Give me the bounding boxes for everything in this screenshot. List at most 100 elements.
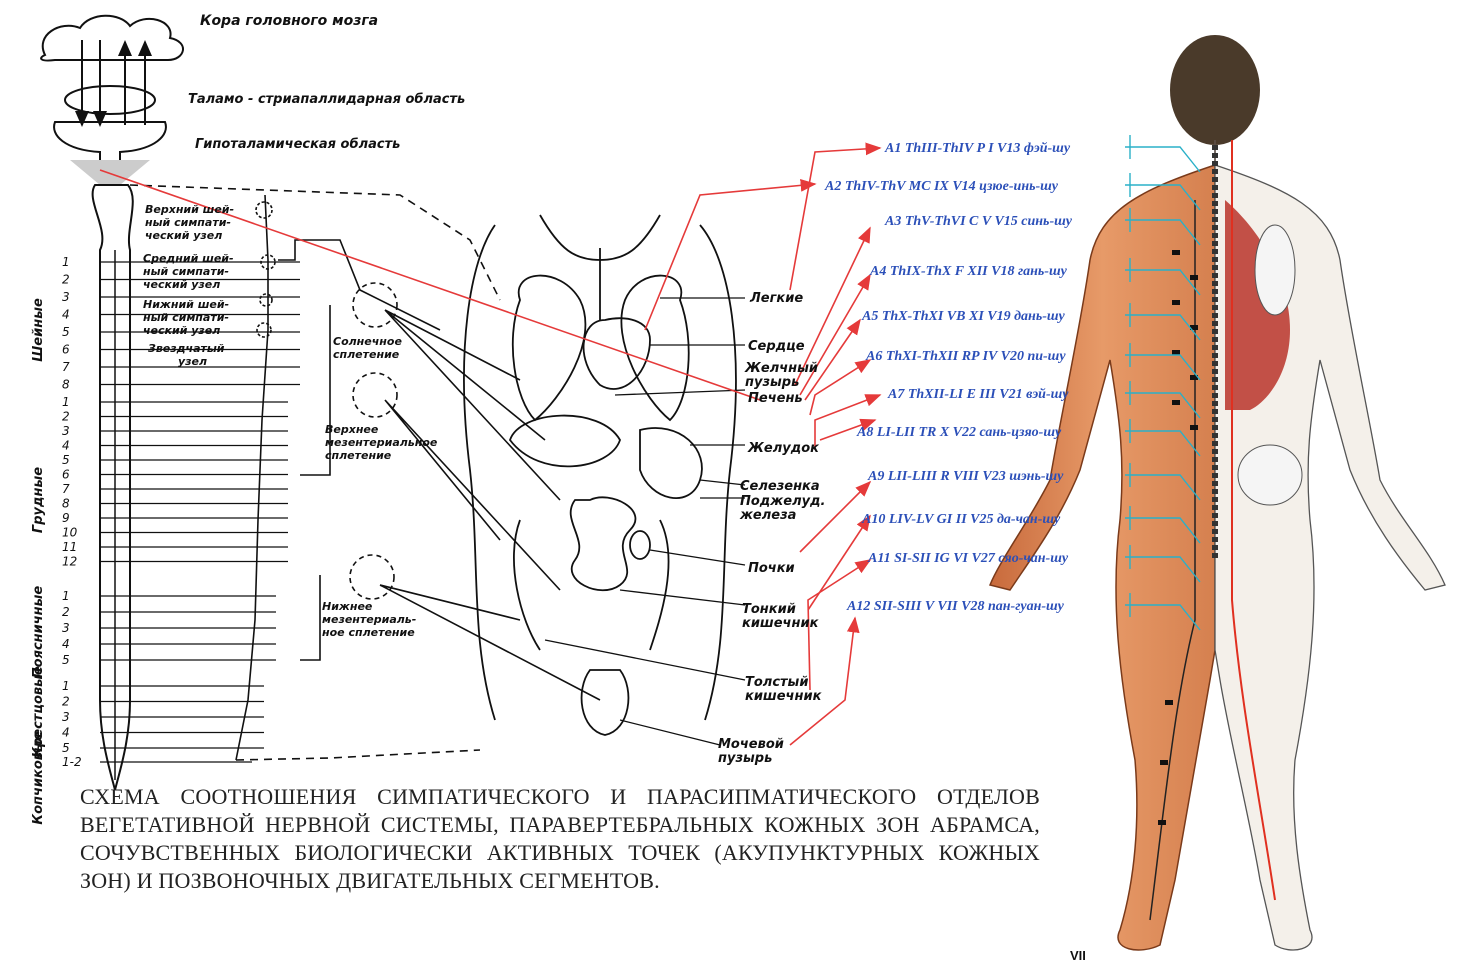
spinal-cord	[93, 185, 133, 790]
spine-segment-number: 8	[62, 378, 70, 392]
spine-segment-number: 2	[62, 273, 70, 287]
cortex-label: Кора головного мозга	[200, 13, 378, 29]
organ-label-bladder: Мочевой	[718, 737, 784, 752]
spine-segment-number: 5	[62, 653, 70, 667]
bladder-shape	[582, 670, 629, 735]
small-intestine-shape	[571, 497, 636, 590]
spine-segment-number: 1	[62, 395, 70, 409]
organ-label-gallbladder: Желчный	[744, 361, 818, 376]
thalamus-label: Таламо - стриапаллидарная область	[188, 92, 465, 107]
spine-region-name: Копчиковые	[31, 731, 46, 824]
plexus-labels: СолнечноесплетениеВерхнеемезентериальное…	[322, 335, 438, 639]
acupoint-label: A4 ThIX-ThX F XII V18 гань-шу	[869, 264, 1068, 279]
hypothalamus-label: Гипоталамическая область	[195, 137, 400, 152]
organ-label-large_intestine: Толстый	[745, 675, 808, 690]
organ-label-small_intestine: Тонкий	[742, 602, 796, 617]
ganglion-stellate-line: узел	[178, 355, 207, 368]
spine-segment-number: 5	[62, 325, 70, 339]
acupoint-label: A2 ThIV-ThV MC IX V14 цзюе-инь-шу	[824, 179, 1059, 194]
spine-segment-number: 12	[62, 555, 77, 569]
plexus-inferior_mesenteric-line: мезентериаль-	[322, 613, 416, 626]
torso-organs	[464, 215, 736, 735]
spine-segment-number: 7	[62, 482, 70, 496]
ganglion-upper-line: Верхний шей-	[145, 203, 234, 216]
spine-region-name: Грудные	[31, 467, 46, 533]
spine-segment-number: 6	[62, 343, 70, 357]
spine-segment-number: 7	[62, 360, 70, 374]
organ-label-pancreas: железа	[739, 508, 796, 523]
acupoint-label: A8 LI-LII TR X V22 сань-цзяо-шу	[856, 425, 1062, 440]
spine-segment-number: 3	[62, 710, 70, 724]
spine-labels: Шейные12345678Грудные123456789101112Пояс…	[31, 255, 82, 825]
left-lung	[513, 276, 586, 420]
acupoint-label: A10 LIV-LV GI II V25 да-чан-шу	[861, 512, 1061, 527]
spine-segment-number: 10	[62, 526, 78, 540]
plexus-inferior_mesenteric-line: Нижнее	[322, 600, 373, 613]
spine-segment-number: 5	[62, 453, 70, 467]
spine-segment-number: 4	[62, 308, 70, 322]
spine-segment-number: 2	[62, 695, 70, 709]
acupoint-label: A12 SII-SIII V VII V28 пан-гуан-шу	[846, 599, 1065, 614]
ganglia-labels: Верхний шей-ный симпати-ческий узелСредн…	[143, 203, 234, 368]
plexus-superior_mesenteric-line: мезентериальное	[325, 436, 438, 449]
spine-segment-number: 1	[62, 255, 70, 269]
spine-segment-number: 4	[62, 726, 70, 740]
spine-segment-number: 6	[62, 468, 70, 482]
organ-label-gallbladder: пузырь	[745, 375, 799, 390]
spine-segment-number: 3	[62, 621, 70, 635]
human-figure	[990, 35, 1445, 950]
spine-segment-number: 1	[62, 589, 70, 603]
organ-label-kidneys: Почки	[748, 561, 795, 576]
acupoint-label: A9 LII-LIII R VIII V23 шэнь-шу	[867, 469, 1064, 484]
organ-labels: ЛегкиеСердцеЖелчныйпузырьПеченьЖелудокСе…	[718, 291, 826, 766]
spine-segment-number: 8	[62, 497, 70, 511]
cortex-shape	[41, 16, 183, 61]
diagram-caption: СХЕМА СООТНОШЕНИЯ СИМПАТИЧЕСКОГО И ПАРАС…	[80, 783, 1040, 923]
ganglion-middle-line: Средний шей-	[143, 252, 234, 265]
ganglion-upper-line: ный симпати-	[145, 216, 231, 229]
spine-segment-number: 11	[62, 540, 77, 554]
figure-label: VII	[1070, 948, 1086, 963]
organ-label-pancreas: Поджелуд.	[740, 494, 826, 509]
organ-label-spleen: Селезенка	[740, 479, 820, 494]
spine-segment-number: 2	[62, 410, 70, 424]
spine-segment-number: 3	[62, 424, 70, 438]
ganglion-lower-line: ческий узел	[143, 324, 220, 337]
stomach-shape	[640, 428, 702, 498]
ganglion-stellate-line: Звездчатый	[148, 342, 225, 355]
plexus-solar-line: сплетение	[333, 348, 400, 361]
brain-labels: Кора головного мозга Таламо - стриапалли…	[188, 13, 465, 152]
spine-segment-number: 4	[62, 439, 70, 453]
acupoint-label: A7 ThXII-LI E III V21 вэй-шу	[887, 387, 1069, 402]
ganglion-upper-line: ческий узел	[145, 229, 222, 242]
acupoint-bracket	[1125, 147, 1200, 172]
spine-segment-number: 2	[62, 605, 70, 619]
organ-label-stomach: Желудок	[747, 441, 820, 456]
right-lung	[621, 276, 688, 420]
acupoint-label: A6 ThXI-ThXII RP IV V20 пи-шу	[865, 349, 1066, 364]
organ-label-liver: Печень	[748, 391, 803, 406]
ganglion-lower-line: ный симпати-	[143, 311, 229, 324]
inferior-mesenteric-circle	[350, 555, 394, 599]
pelvis	[1238, 445, 1302, 505]
colon-shape	[514, 520, 669, 650]
organ-label-lungs: Легкие	[749, 291, 803, 306]
ganglion-middle-line: ный симпати-	[143, 265, 229, 278]
acupoint-label: A5 ThX-ThXI VB XI V19 дань-шу	[861, 309, 1066, 324]
plexus-superior_mesenteric-line: сплетение	[325, 449, 392, 462]
kidney-shape	[630, 531, 650, 559]
acupoint-label: A3 ThV-ThVI C V V15 синь-шу	[884, 214, 1073, 229]
plexus-inferior_mesenteric-line: ное сплетение	[322, 626, 415, 639]
spine-region-name: Шейные	[31, 298, 46, 362]
spine-segment-number: 4	[62, 637, 70, 651]
figure-head	[1170, 35, 1260, 145]
organ-label-heart: Сердце	[748, 339, 805, 354]
liver-shape	[510, 416, 620, 467]
plexus-superior_mesenteric-line: Верхнее	[325, 423, 379, 436]
acupoint-label: A1 ThIII-ThIV P I V13 фэй-шу	[884, 141, 1071, 156]
organ-label-bladder: пузырь	[718, 751, 772, 766]
spine-segment-number: 3	[62, 290, 70, 304]
organ-label-large_intestine: кишечник	[745, 689, 823, 704]
acupoint-label: A11 SI-SII IG VI V27 сяо-чан-шу	[867, 551, 1069, 566]
